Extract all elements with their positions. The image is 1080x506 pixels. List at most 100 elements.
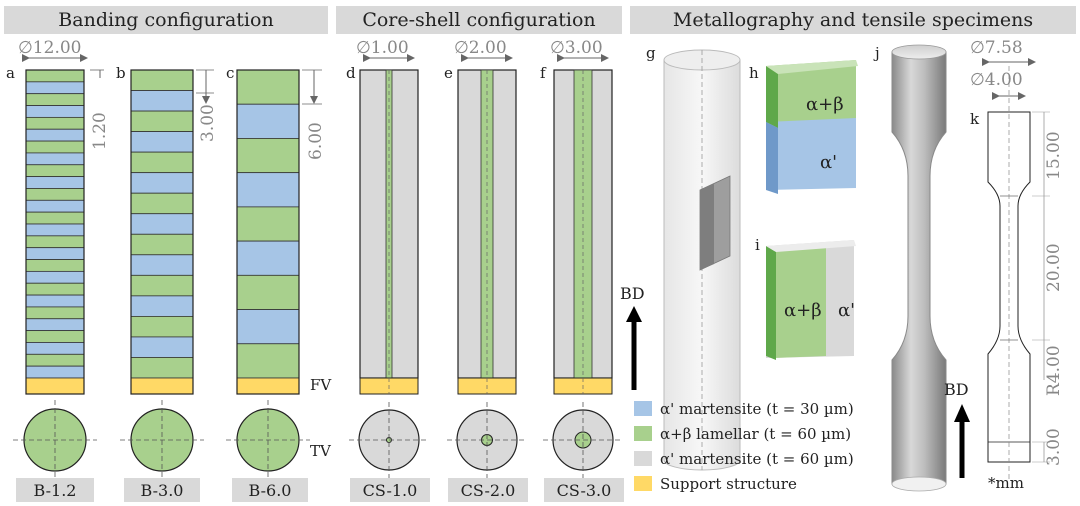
band-layer [236, 69, 300, 105]
header-banding: Banding configuration [4, 6, 328, 34]
legend-label-support: Support structure [660, 475, 797, 493]
band-layer [25, 353, 85, 367]
band-layer [25, 188, 85, 201]
band-layer [25, 199, 85, 213]
dim-diameter-banding: ∅12.00 [18, 38, 82, 58]
legend-label-lamellar: α+β lamellar (t = 60 µm) [660, 425, 852, 443]
band-layer [130, 357, 194, 379]
band-layer [25, 282, 85, 296]
panel-letter-k: k [970, 110, 980, 128]
band-layer [130, 90, 194, 112]
band-layer [25, 211, 85, 225]
band-layer [25, 69, 85, 83]
support-structure [130, 377, 194, 395]
dim-band-1-2: 1.20 [90, 112, 110, 150]
band-layer [130, 172, 194, 194]
dim-length-15: 15.00 [1044, 131, 1064, 180]
header-metallography: Metallography and tensile specimens [630, 6, 1076, 34]
band-layer [25, 247, 85, 260]
front-view-label: FV [310, 376, 332, 394]
band-layer [236, 172, 300, 208]
legend-swatch-alpha-prime-30 [634, 401, 652, 416]
block-i-side [766, 246, 776, 360]
specimen-name-cs30: CS-3.0 [544, 478, 624, 502]
block-h-side-bottom [766, 122, 778, 194]
band-layer [236, 309, 300, 345]
band-layer [236, 206, 300, 242]
panel-letter-e: e [444, 64, 453, 82]
legend-swatch-alpha-prime-60 [634, 451, 652, 466]
band-layer [25, 105, 85, 118]
panel-letter-f: f [540, 64, 546, 82]
build-direction-label-left: BD [620, 284, 645, 303]
band-layer [130, 274, 194, 297]
specimen-name-cs20: CS-2.0 [448, 478, 528, 502]
specimen-bottom [891, 476, 947, 492]
band-layer [236, 103, 300, 139]
band-layer [130, 69, 194, 91]
specimen-top [891, 44, 947, 60]
panel-letter-b: b [116, 64, 126, 82]
dim-band-3-0: 3.00 [198, 104, 218, 142]
legend-label-alpha-prime-30: α' martensite (t = 30 µm) [660, 400, 854, 418]
band-layer [25, 270, 85, 284]
specimen-name-b60: B-6.0 [232, 478, 308, 502]
phase-label-h-top: α+β [806, 94, 844, 115]
top-view-label: TV [310, 442, 331, 460]
column-outline-b60 [236, 69, 300, 395]
bd-arrowhead-right [954, 404, 970, 422]
panel-letter-j: j [875, 44, 880, 62]
legend-label-alpha-prime-60: α' martensite (t = 60 µm) [660, 450, 854, 468]
band-layer [25, 365, 85, 379]
band-layer [25, 223, 85, 237]
band-layer [25, 128, 85, 142]
panel-letter-g: g [646, 44, 656, 62]
tensile-specimen-3d [891, 51, 947, 485]
dim-core-diameter-1: ∅1.00 [356, 38, 409, 58]
panel-letter-d: d [346, 64, 356, 82]
column-outline-b12 [25, 69, 85, 395]
dim-grip-diameter: ∅7.58 [970, 38, 1023, 58]
band-layer [236, 138, 300, 174]
band-layer [130, 110, 194, 132]
dim-core-diameter-3: ∅3.00 [550, 38, 603, 58]
panel-letter-c: c [226, 64, 235, 82]
band-layer [236, 274, 300, 310]
band-layer [130, 213, 194, 235]
band-layer [25, 93, 85, 106]
support-structure [236, 377, 300, 395]
band-layer [25, 306, 85, 320]
dim-gauge-diameter: ∅4.00 [970, 70, 1023, 90]
phase-label-h-bottom: α' [820, 152, 838, 173]
band-layer [236, 240, 300, 276]
header-coreshell: Core-shell configuration [336, 6, 622, 34]
unit-note: *mm [988, 474, 1024, 492]
band-layer [25, 81, 85, 95]
band-layer [25, 140, 85, 154]
block-h-martensite [766, 118, 856, 190]
band-layer [130, 315, 194, 338]
band-layer [25, 152, 85, 166]
band-layer [130, 131, 194, 153]
block-i-core [774, 248, 826, 358]
band-layer [130, 336, 194, 358]
panel-letter-i: i [755, 236, 760, 254]
band-layer [25, 318, 85, 332]
legend-swatch-lamellar [634, 426, 652, 441]
band-layer [25, 330, 85, 343]
dim-radius: R4.00 [1044, 345, 1064, 396]
specimen-name-cs10: CS-1.0 [350, 478, 430, 502]
dim-length-3: 3.00 [1044, 428, 1064, 466]
support-structure [25, 377, 85, 395]
band-layer [130, 192, 194, 215]
column-outline-b30 [130, 69, 194, 395]
band-layer [130, 151, 194, 174]
block-h-side-top [766, 66, 778, 128]
panel-letter-h: h [749, 64, 759, 82]
dim-band-6-0: 6.00 [306, 122, 326, 160]
cut-sample-face [700, 184, 714, 270]
band-layer [130, 254, 194, 276]
specimen-name-b30: B-3.0 [124, 478, 200, 502]
